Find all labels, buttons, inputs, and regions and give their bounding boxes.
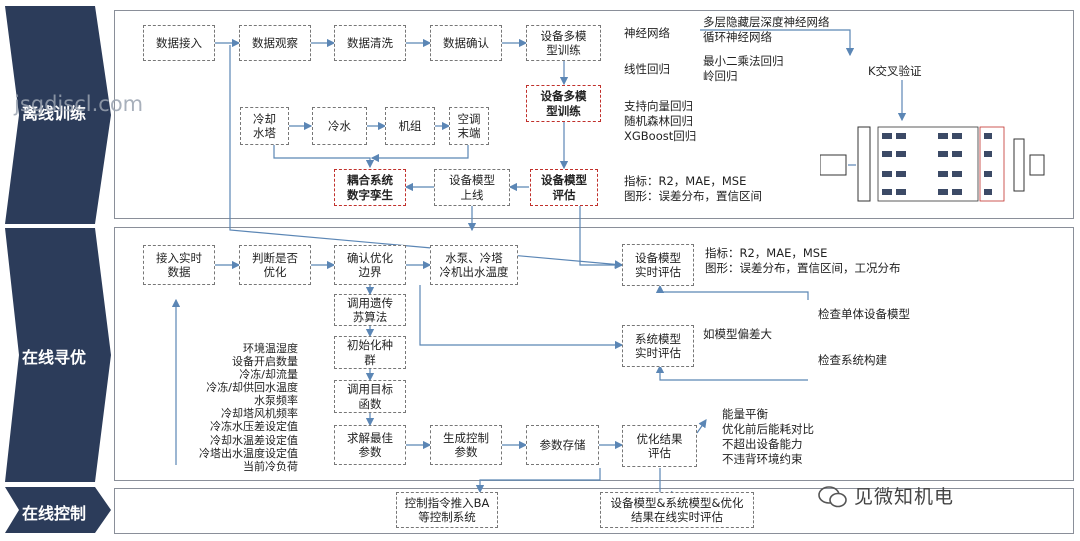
online-ctrl-panel [114,488,1074,534]
confirm-boundary-box: 确认优化 边界 [334,245,406,285]
model-realtime-eval-box: 设备模型 实时评估 [622,244,694,286]
brand-watermark: 见微知机电 [854,486,955,508]
judge-opt-box: 判断是否 优化 [239,245,311,285]
ac-terminal-box: 空调 末端 [449,107,489,145]
data-confirm-box: 数据确认 [430,25,502,61]
neural-net-label: 神经网络 [624,26,670,40]
unit-box: 机组 [385,107,435,145]
push-cmd-box: 控制指令推入BA 等控制系统 [396,492,498,528]
digital-twin-box: 耦合系统 数字孪生 [334,169,406,206]
multi-model-train-box-2: 设备多模 型训练 [526,85,601,122]
online-opt-chevron [5,228,111,482]
linear-types-text: 最小二乘法回归 岭回归 [703,54,784,83]
data-clean-box: 数据清洗 [334,25,406,61]
nn-types-text: 多层隐藏层深度神经网络 循环神经网络 [703,15,830,44]
multi-model-train-box: 设备多模 型训练 [526,25,601,61]
offline-section-label: 离线训练 [21,104,86,123]
init-pop-box: 初始化种 群 [334,336,406,369]
call-ga-box: 调用遗传 苏算法 [334,294,406,326]
offline-eval-metrics: 指标：R2，MAE，MSE 图形：误差分布，置信区间 [624,174,762,203]
opt-result-eval-box: 优化结果 评估 [622,425,697,467]
online-eval-metrics: 指标：R2，MAE，MSE 图形：误差分布，置信区间，工况分布 [705,246,901,275]
online-opt-section-label: 在线寻优 [21,348,86,367]
other-models-text: 支持向量回归 随机森林回归 XGBoost回归 [624,99,697,143]
gen-ctrl-box: 生成控制 参数 [430,425,502,465]
solve-best-box: 求解最佳 参数 [334,425,406,465]
kfold-label: K交叉验证 [868,64,922,78]
realtime-data-box: 接入实时 数据 [143,245,215,285]
online-ctrl-section-label: 在线控制 [21,504,86,523]
checks-text: 能量平衡 优化前后能耗对比 不超出设备能力 不违背环境约束 [722,407,814,466]
kfold-diagram [820,126,1045,202]
model-eval-box: 设备模型 评估 [530,169,598,206]
check-single-text: 检查单体设备模型 [818,307,910,321]
data-access-box: 数据接入 [143,25,215,61]
param-store-box: 参数存储 [526,425,599,465]
online-ctrl-chevron [5,487,111,533]
wechat-icon [818,486,847,508]
pump-tower-box: 水泵、冷塔 冷机出水温度 [430,245,518,285]
final-eval-box: 设备模型&系统模型&优化 结果在线实时评估 [600,492,754,528]
linear-reg-label: 线性回归 [624,62,670,76]
bias-large-text: 如模型偏差大 [703,327,772,341]
offline-chevron [5,6,111,224]
url-watermark: jsgdiscl.com [14,92,144,116]
call-obj-box: 调用目标 函数 [334,380,406,413]
model-online-box: 设备模型 上线 [434,169,510,206]
check-system-text: 检查系统构建 [818,353,887,367]
chilled-water-box: 冷水 [312,107,367,145]
env-params-text: 环境温湿度 设备开启数量 冷冻/却流量 冷冻/却供回水温度 水泵频率 冷却塔风机… [199,342,298,473]
system-model-eval-box: 系统模型 实时评估 [622,325,694,367]
cooling-tower-box: 冷却 水塔 [240,107,289,145]
data-observe-box: 数据观察 [239,25,311,61]
